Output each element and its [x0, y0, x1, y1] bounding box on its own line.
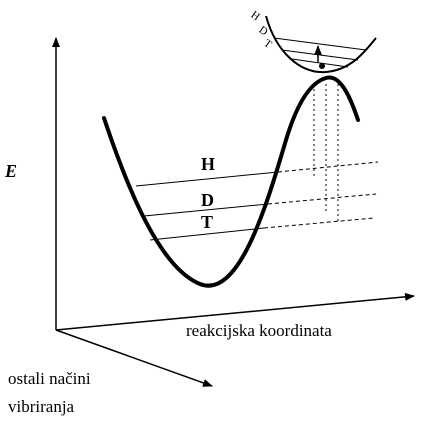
level-h-dash	[277, 161, 379, 173]
ts-dot	[319, 63, 325, 69]
level-h-line	[135, 171, 279, 187]
other-modes-axis	[55, 329, 213, 387]
level-h-label: H	[201, 154, 216, 174]
level-t-dash	[263, 217, 375, 229]
level-d-line	[143, 203, 269, 217]
other-modes-label-line1: ostali načini	[8, 369, 91, 388]
level-d-dash	[267, 193, 377, 205]
ts-level-d	[281, 49, 359, 61]
potential-well-curve	[102, 75, 360, 288]
level-t-line	[149, 227, 265, 241]
ts-level-h	[273, 37, 367, 51]
reaction-coordinate-label: reakcijska koordinata	[186, 321, 332, 340]
energy-axis-label: E	[5, 161, 18, 181]
level-d-label: D	[201, 190, 214, 210]
transition-state-curve	[265, 15, 377, 74]
other-modes-label-line2: vibriranja	[8, 397, 75, 416]
level-t-label: T	[201, 212, 214, 232]
reaction-coordinate-axis	[55, 292, 415, 331]
ts-level-t	[291, 58, 349, 68]
